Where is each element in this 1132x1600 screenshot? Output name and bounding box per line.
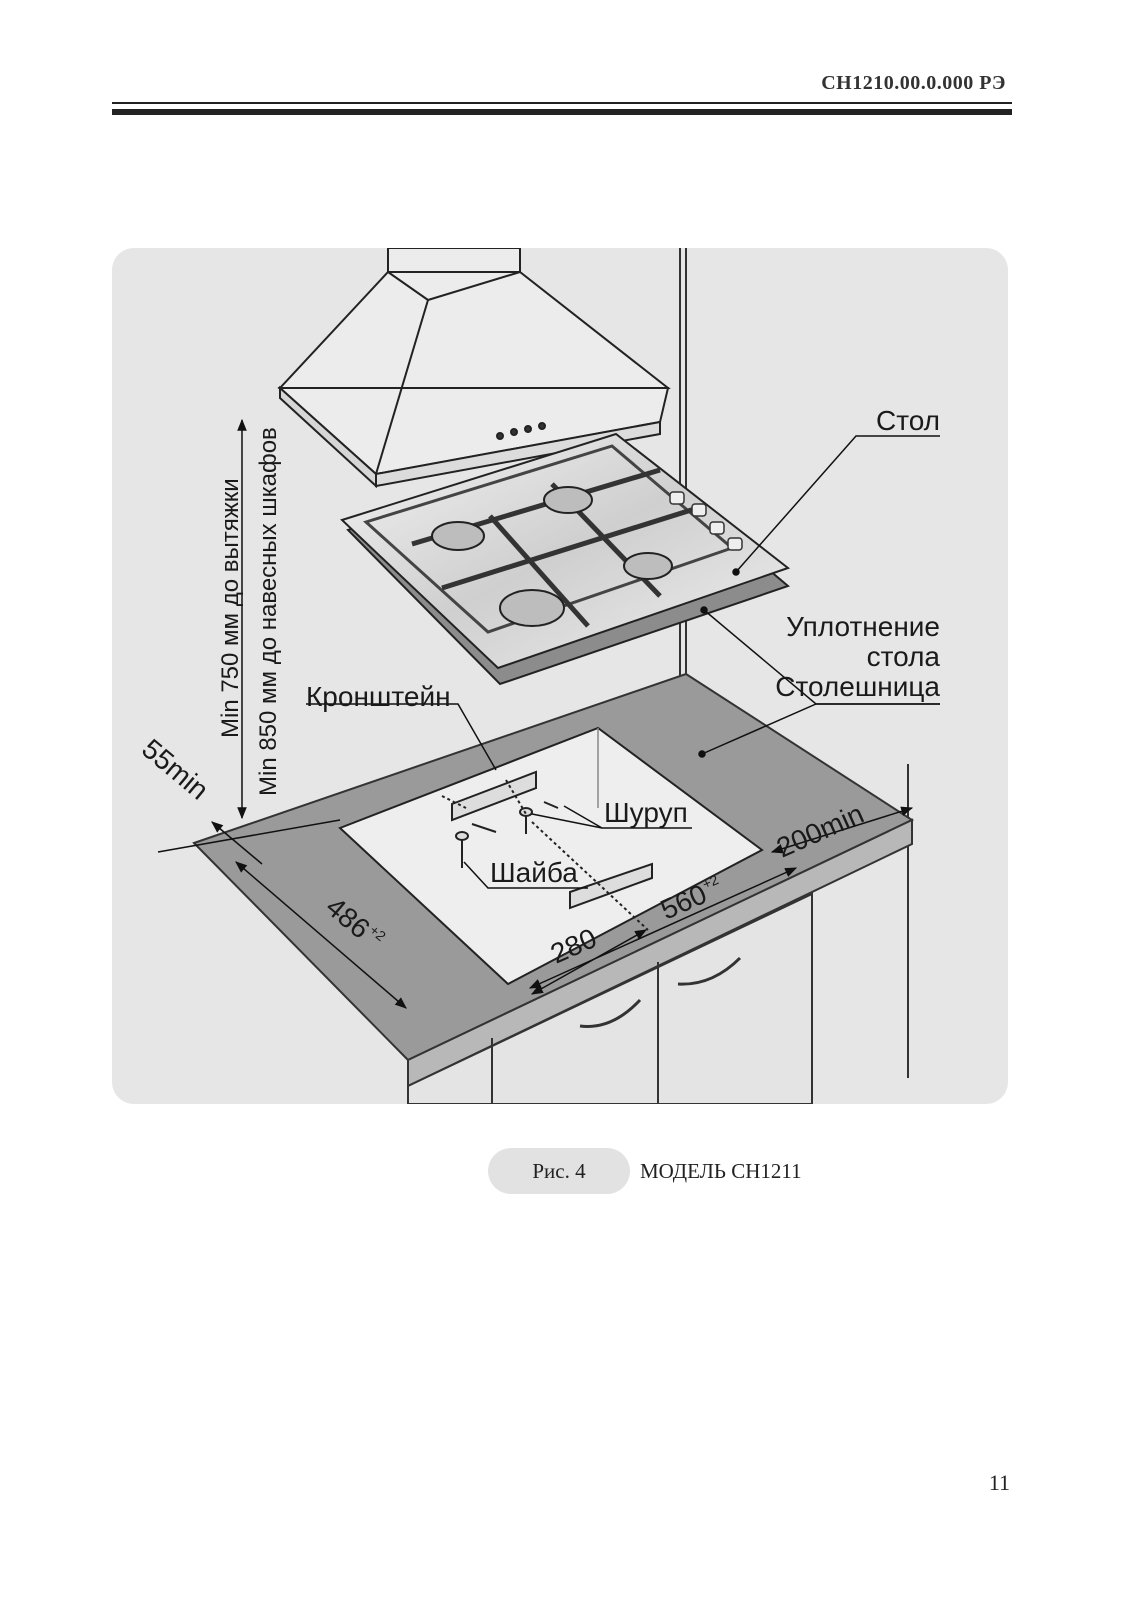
page-number: 11: [988, 1470, 1010, 1495]
label-washer: Шайба: [490, 857, 578, 888]
figure-number: Рис. 4: [488, 1148, 630, 1194]
label-height-hood: Min 750 мм до вытяжки: [217, 478, 244, 738]
figure-caption: Рис. 4 МОДЕЛЬ СН1211: [0, 1148, 1132, 1198]
dimension-lines: [157, 418, 914, 1009]
label-countertop: Столешница: [775, 671, 940, 702]
label-table: Стол: [876, 405, 940, 436]
label-screw: Шуруп: [604, 797, 688, 828]
range-hood: [277, 248, 671, 489]
label-height-cabinets: Min 850 мм до навесных шкафов: [255, 427, 282, 796]
gas-hob: [340, 432, 791, 686]
figure-title: МОДЕЛЬ СН1211: [640, 1159, 802, 1183]
label-seal-line2: стола: [867, 641, 941, 672]
label-edge-min: 55min: [136, 733, 214, 806]
header-rule-thick: [112, 109, 1012, 115]
cutout: [338, 726, 764, 986]
document-code: СН1210.00.0.000 РЭ: [821, 72, 1006, 94]
label-seal-line1: Уплотнение: [786, 611, 940, 642]
installation-figure: Стол Уплотнение стола Столешница Кронште…: [112, 248, 1008, 1104]
label-width-tolerance: +2: [700, 871, 721, 892]
installation-drawing: Стол Уплотнение стола Столешница Кронште…: [136, 248, 941, 1104]
leader-lines: [306, 435, 940, 889]
label-bracket: Кронштейн: [306, 681, 451, 712]
header-rule-thin: [112, 102, 1012, 104]
